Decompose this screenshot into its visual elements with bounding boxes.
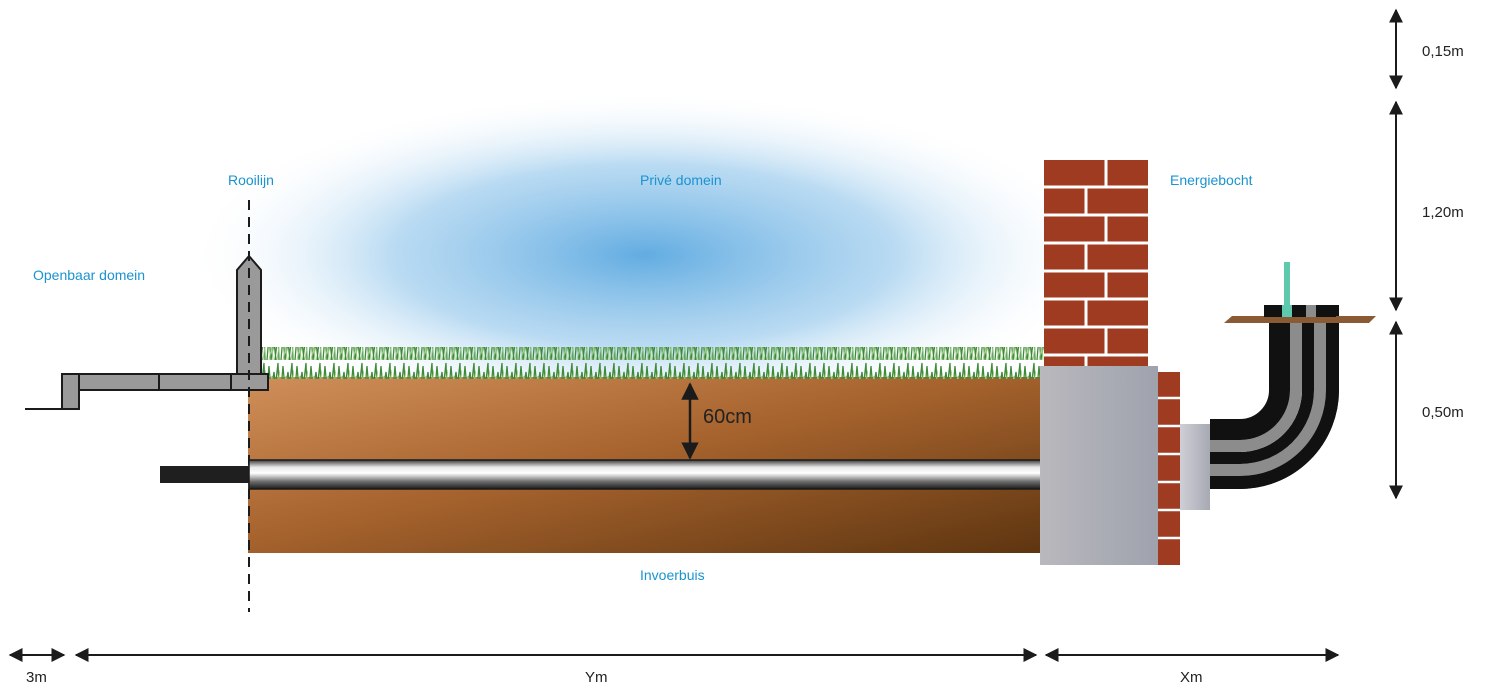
public-cable — [160, 466, 249, 483]
dim-public-width-label: 3m — [26, 669, 47, 686]
pipe-bend — [1210, 305, 1339, 489]
grass-strip — [262, 347, 1047, 379]
building-line-label: Rooilijn — [228, 172, 274, 188]
bend-cap-core-2 — [1306, 305, 1316, 317]
bend-cap — [1264, 305, 1336, 317]
small-brick-column — [1158, 372, 1180, 565]
wall-sleeve — [1180, 424, 1210, 510]
ground-board — [1224, 316, 1376, 323]
bend-cap-core — [1282, 305, 1292, 317]
private-domain-label: Privé domein — [640, 172, 722, 188]
private-domain-glow — [185, 90, 1105, 420]
dim-top-gap-label: 0,15m — [1422, 43, 1464, 60]
dim-bend-width-label: Xm — [1180, 669, 1203, 686]
depth-label: 60cm — [703, 406, 752, 428]
public-domain-label: Openbaar domein — [33, 267, 145, 283]
dim-wall-height-label: 1,20m — [1422, 204, 1464, 221]
wall-box — [1040, 366, 1158, 565]
brick-wall — [1044, 160, 1148, 382]
energy-bend-label: Energiebocht — [1170, 172, 1253, 188]
public-sidewalk — [25, 254, 269, 410]
dim-private-width-label: Ym — [585, 669, 608, 686]
dim-bend-height-label: 0,50m — [1422, 404, 1464, 421]
inlet-pipe-label: Invoerbuis — [640, 567, 705, 583]
inlet-pipe — [248, 459, 1042, 490]
